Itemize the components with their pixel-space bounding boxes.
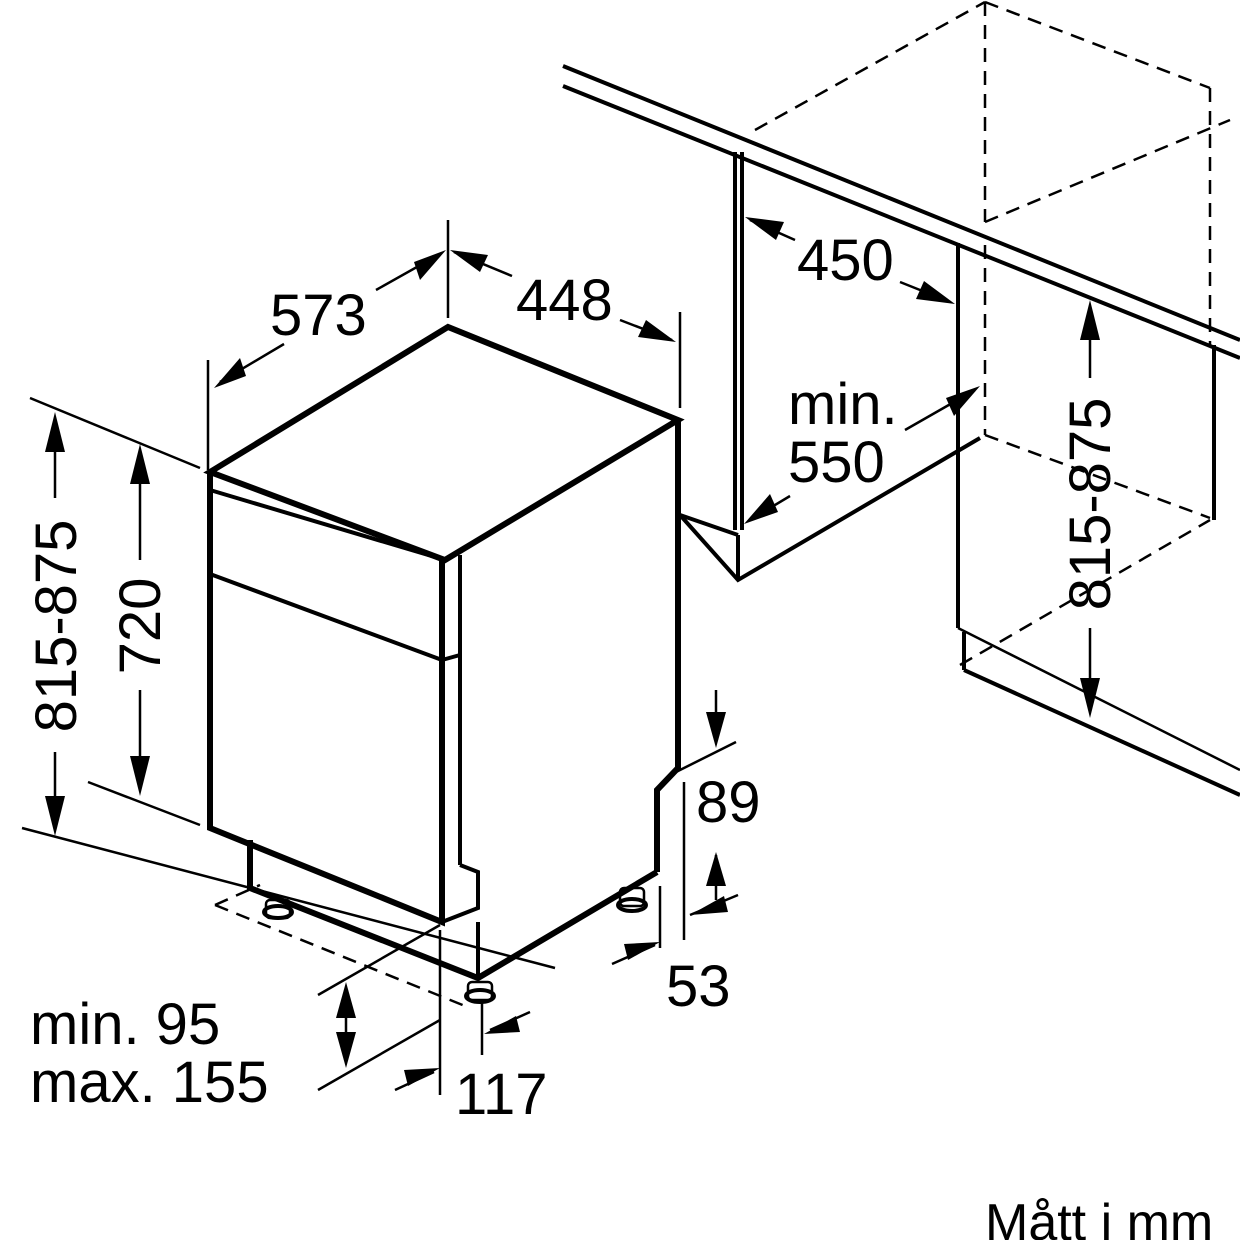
dimension-overall-height [21,396,556,970]
units-note: Mått i mm [985,1194,1213,1240]
dishwasher-body [203,323,685,982]
label-53: 53 [666,954,731,1019]
dimension-450 [745,217,955,304]
label-niche-height: 815-875 [1058,398,1123,611]
dimension-plinth-height [317,923,441,1092]
label-720: 720 [108,578,173,675]
niche-left-panel [678,152,982,583]
dimension-53 [611,852,739,966]
dimension-573 [206,220,450,470]
label-550: 550 [788,430,885,495]
label-overall-height: 815-875 [24,520,89,733]
label-plinth-min: min. 95 [30,992,220,1057]
dimension-720 [87,444,201,827]
label-min: min. [788,372,898,437]
dimension-117 [394,930,531,1095]
label-448: 448 [516,268,613,333]
niche-dashed-outline [754,0,1231,667]
dimension-89 [669,690,737,940]
label-573: 573 [270,283,367,348]
dimension-niche-height [1080,300,1100,718]
niche-right-panel [956,243,1240,797]
countertop [562,64,1240,360]
dimension-min-550 [744,386,980,524]
dimension-448 [450,250,682,408]
label-89: 89 [696,770,761,835]
label-450: 450 [797,228,894,293]
feet [262,886,648,1004]
floor-dashed-outline [214,883,471,1010]
label-117: 117 [455,1062,547,1127]
label-plinth-max: max. 155 [30,1050,269,1115]
